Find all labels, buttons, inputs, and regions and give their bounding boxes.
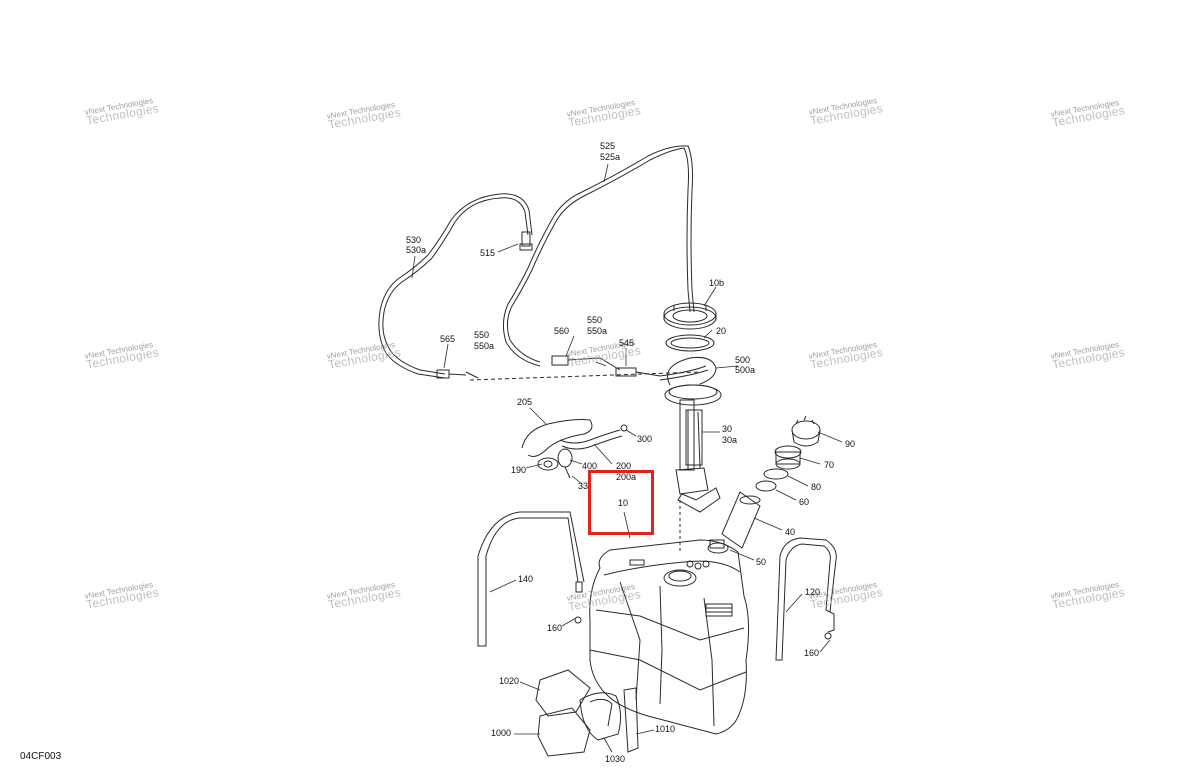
filler-neck-70: [775, 446, 801, 469]
vent-hose-530: [379, 194, 532, 378]
callout-500[interactable]: 500: [735, 355, 751, 365]
callout-80[interactable]: 80: [811, 482, 822, 492]
callout-200[interactable]: 200: [616, 461, 632, 471]
callout-33[interactable]: 33: [578, 481, 589, 491]
selected-part-highlight[interactable]: [588, 470, 654, 535]
drawing-code: 04CF003: [20, 751, 62, 762]
callout-530[interactable]: 530: [406, 235, 422, 245]
fitting-190: [538, 458, 558, 470]
fitting-560: [552, 356, 620, 370]
callout-530a[interactable]: 530a: [406, 245, 427, 255]
vent-hose-525: [503, 146, 694, 366]
heat-shield-1030: [580, 693, 621, 740]
heat-shield-1020: [536, 670, 590, 716]
filler-hose-40: [722, 492, 760, 548]
callout-20[interactable]: 20: [716, 326, 727, 336]
fuel-tank-10: [590, 540, 749, 734]
callout-300[interactable]: 300: [637, 434, 653, 444]
callout-190[interactable]: 190: [511, 465, 527, 475]
callout-500a[interactable]: 500a: [735, 365, 756, 375]
fitting-565: [437, 370, 478, 378]
heat-shield-1010: [624, 688, 638, 752]
callout-205[interactable]: 205: [517, 397, 533, 407]
callout-565[interactable]: 565: [440, 334, 456, 344]
callout-550a-right[interactable]: 550a: [587, 326, 608, 336]
callout-30[interactable]: 30: [722, 424, 733, 434]
callout-525[interactable]: 525: [600, 141, 616, 151]
callout-550-right[interactable]: 550: [587, 315, 603, 325]
fuel-pump-30: [665, 385, 721, 512]
clamp-60: [756, 481, 776, 491]
callout-10[interactable]: 10: [618, 498, 629, 508]
bolt-160-left: [575, 617, 581, 623]
callout-525a[interactable]: 525a: [600, 152, 621, 162]
callout-560[interactable]: 560: [554, 326, 570, 336]
fitting-545: [616, 366, 708, 380]
callout-545[interactable]: 545: [619, 338, 635, 348]
hose-dashed-connector: [470, 372, 700, 380]
lock-ring-10b: [664, 303, 716, 329]
bolt-160-right: [825, 633, 831, 639]
callout-90[interactable]: 90: [845, 439, 856, 449]
callout-140[interactable]: 140: [518, 574, 534, 584]
callout-1020[interactable]: 1020: [499, 676, 520, 686]
callout-60[interactable]: 60: [799, 497, 810, 507]
callout-550a-left[interactable]: 550a: [474, 341, 495, 351]
fitting-515: [520, 232, 532, 250]
callout-30a[interactable]: 30a: [722, 435, 738, 445]
callout-1010[interactable]: 1010: [655, 724, 676, 734]
seal-20: [666, 335, 714, 351]
callout-10b[interactable]: 10b: [709, 278, 725, 288]
callout-50[interactable]: 50: [756, 557, 767, 567]
leader-lines: [412, 164, 842, 752]
strap-140: [478, 512, 584, 646]
callout-515[interactable]: 515: [480, 248, 496, 258]
valve-33: [558, 449, 572, 478]
hose-500: [668, 357, 717, 385]
callout-160-left[interactable]: 160: [547, 623, 563, 633]
strap-120: [776, 538, 836, 660]
callout-1030[interactable]: 1030: [605, 754, 626, 764]
callout-160-right[interactable]: 160: [804, 648, 820, 658]
callout-550-left[interactable]: 550: [474, 330, 490, 340]
gasket-80: [764, 469, 788, 479]
filler-cap-90: [792, 416, 820, 446]
callout-200a[interactable]: 200a: [616, 472, 637, 482]
callout-70[interactable]: 70: [824, 460, 835, 470]
callout-40[interactable]: 40: [785, 527, 796, 537]
callout-400[interactable]: 400: [582, 461, 598, 471]
clamp-300: [621, 425, 627, 431]
heat-shield-1000: [538, 708, 590, 756]
callout-120[interactable]: 120: [805, 587, 821, 597]
callout-1000[interactable]: 1000: [491, 728, 512, 738]
vent-hose-205: [522, 420, 622, 457]
